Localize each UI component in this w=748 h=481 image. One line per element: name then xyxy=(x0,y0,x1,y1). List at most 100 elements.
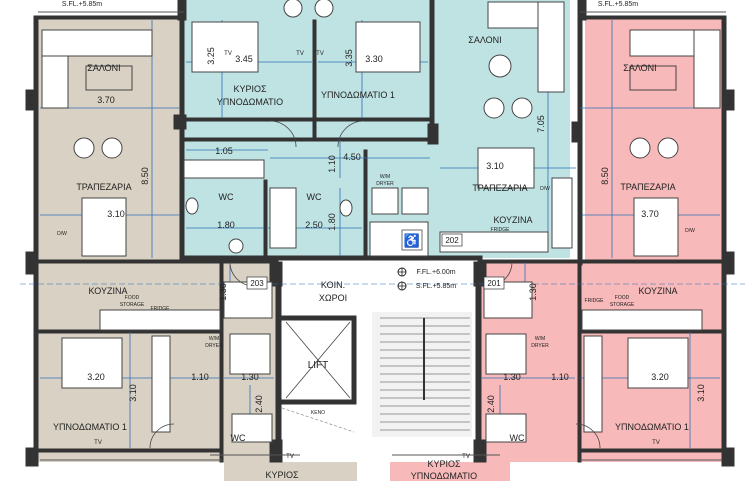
wm-dryer-2: DRYER xyxy=(205,343,223,349)
wall-left-outer xyxy=(33,17,39,464)
fridge-label: FRIDGE xyxy=(491,227,511,233)
dw-label: D/W xyxy=(57,231,67,237)
bed-right-bottom xyxy=(627,337,689,389)
tv-label: TV xyxy=(296,51,304,57)
sofa-right-side xyxy=(693,29,721,109)
wall-corridor-right xyxy=(475,261,482,463)
room-master-top-2: ΥΠΝΟΔΩΜΑΤΙΟ xyxy=(217,97,283,107)
column-8 xyxy=(427,123,439,145)
level-marker-icon xyxy=(397,267,407,291)
apt-203: 203 xyxy=(250,279,264,288)
kitchen-counter-mid xyxy=(439,231,549,253)
wall-bath-left xyxy=(263,179,268,259)
column-4 xyxy=(721,89,735,111)
column-13 xyxy=(473,439,487,463)
wall-corridor-left xyxy=(275,261,282,463)
chair xyxy=(73,137,95,159)
dim-3-10-vl: 3.10 xyxy=(128,384,138,402)
dining-table-left xyxy=(81,197,127,257)
room-bedroom1-top: ΥΠΝΟΔΩΜΑΤΙΟ 1 xyxy=(321,90,395,100)
food-storage-1: FOOD xyxy=(125,295,140,301)
dim-3-10-left: 3.10 xyxy=(107,209,125,219)
wheelchair-icon: ♿ xyxy=(401,229,423,251)
chair xyxy=(629,137,651,159)
room-saloni-right: ΣΑΛΟΝΙ xyxy=(623,63,656,73)
room-saloni-mid: ΣΑΛΟΝΙ xyxy=(468,35,501,45)
wall-right-bottom xyxy=(579,448,726,453)
wall-top-left xyxy=(33,15,185,20)
shower xyxy=(401,187,429,215)
room-master-top-1: ΚΥΡΙΟΣ xyxy=(233,84,267,94)
dw-label: D/W xyxy=(540,186,550,192)
room-kouzina-mid: ΚΟΥΖΙΝΑ xyxy=(494,215,533,225)
wardrobe-left xyxy=(151,335,171,433)
lift-wall-r xyxy=(351,315,357,405)
fridge-label: FRIDGE xyxy=(151,306,171,312)
wc-bottom-left: WC xyxy=(231,433,246,443)
floor-level: F.FL.+6.00m xyxy=(416,269,455,276)
dim-1-80-b: 1.80 xyxy=(327,213,337,231)
wall-bath-bottom xyxy=(181,255,483,261)
room-master-bottom-right-2: ΥΠΝΟΔΩΜΑΤΙΟ xyxy=(411,471,477,481)
wall-rooms-bottom xyxy=(181,117,433,122)
dim-1-30-left: 1.30 xyxy=(218,283,228,301)
dim-3-70-left: 3.70 xyxy=(97,95,115,105)
level-top-right: S.FL.+5.85m xyxy=(598,1,638,8)
column-5 xyxy=(25,447,39,467)
dim-1-80-a: 1.80 xyxy=(217,220,235,230)
food-storage-2: STORAGE xyxy=(610,302,635,308)
column-7 xyxy=(173,114,187,130)
common-area-1: ΚΟΙΝ. xyxy=(321,280,345,290)
dim-1-30-bl: 1.30 xyxy=(241,372,259,382)
kitchen-counter-right xyxy=(581,309,703,331)
bed-bedroom1-top xyxy=(355,21,421,73)
room-master-bottom-left: ΚΥΡΙΟΣ xyxy=(265,470,299,480)
wall-top-right xyxy=(579,15,727,20)
column-10 xyxy=(269,261,283,287)
column-15 xyxy=(577,0,587,21)
wc-top-left: WC xyxy=(219,192,234,202)
tv-label: TV xyxy=(94,440,102,446)
column-12 xyxy=(269,439,283,463)
labels: S.FL.+5.85m S.FL.+5.85m ΣΑΛΟΝΙ ΣΑΛΟΝΙ ΣΑ… xyxy=(53,1,695,481)
lift-wall-b xyxy=(279,399,357,405)
dim-2-50: 2.50 xyxy=(305,220,323,230)
slab-level: S.FL.+5.85m xyxy=(416,283,456,290)
round-table xyxy=(488,54,512,78)
dim-3-25: 3.25 xyxy=(206,47,216,65)
dim-8-50-right: 8.50 xyxy=(600,167,610,185)
tv-label: TV xyxy=(462,454,470,460)
sink xyxy=(228,238,244,254)
chair xyxy=(511,97,533,119)
toilet xyxy=(339,199,353,217)
dim-4-50: 4.50 xyxy=(343,152,361,162)
apt-202-box xyxy=(441,233,463,247)
svg-text:♿: ♿ xyxy=(404,233,420,248)
column-2 xyxy=(721,251,735,275)
dim-1-30-right: 1.30 xyxy=(528,283,538,301)
wall-right-kitchen xyxy=(477,259,727,264)
bed-left-bottom xyxy=(61,337,123,389)
coffee-table-right xyxy=(629,65,677,91)
room-trapezaria-right: ΤΡΑΠΕΖΑΡΙΑ xyxy=(620,182,675,192)
room-bedroom1-right: ΥΠΝΟΔΩΜΑΤΙΟ 1 xyxy=(615,422,689,432)
dining-table-right xyxy=(633,197,679,257)
apt-203-box xyxy=(246,276,268,290)
fridge-label: FRIDGE xyxy=(585,298,605,304)
washer xyxy=(371,187,399,215)
room-trapezaria-mid: ΤΡΑΠΕΖΑΡΙΑ xyxy=(472,183,527,193)
column-9 xyxy=(571,121,583,143)
column-3 xyxy=(25,89,39,111)
level-top-left: S.FL.+5.85m xyxy=(62,1,102,8)
common-area-2: ΧΩΡΟΙ xyxy=(319,293,347,303)
room-kouzina-left: ΚΟΥΖΙΝΑ xyxy=(89,286,128,296)
wm-dryer-1: W/M xyxy=(209,336,219,342)
wall-bath-right xyxy=(363,149,368,259)
fridge-mid xyxy=(551,177,573,249)
tv-label: TV xyxy=(224,51,232,57)
coffee-table-left xyxy=(85,65,133,91)
dim-3-35: 3.35 xyxy=(344,49,354,67)
wm-dryer-2: DRYER xyxy=(531,343,549,349)
apt-201-box xyxy=(483,276,505,290)
